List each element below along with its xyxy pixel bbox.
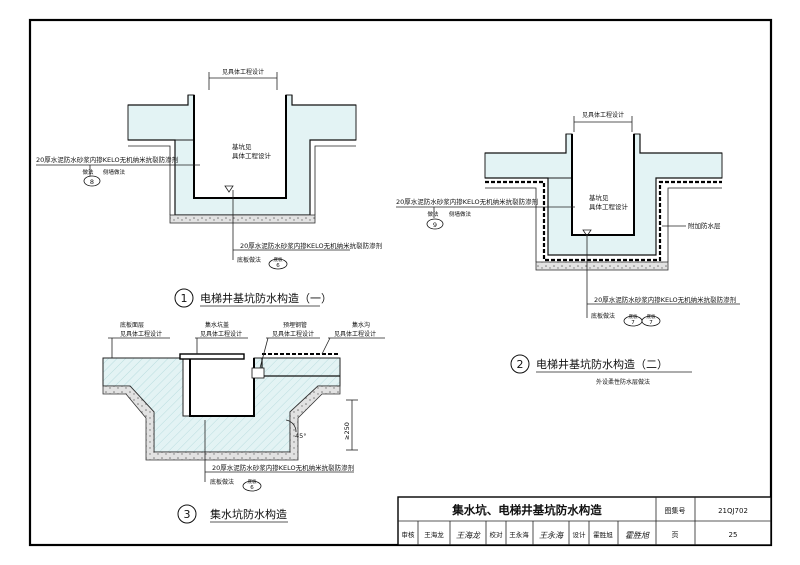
pit2-dim-label: 见具体工程设计 — [582, 111, 624, 119]
pit2-extra-layer: 附加防水层 — [688, 221, 721, 230]
pit1-floor-ref-bot: 6 — [276, 263, 280, 269]
pit2-note-1: 基坑见 — [589, 193, 609, 202]
pit2-wall-ref-bot: 9 — [433, 221, 437, 229]
sheet-border — [28, 18, 773, 547]
embedded-pipe — [251, 367, 265, 379]
check-signature: 王永海 — [539, 531, 564, 540]
design-label: 设计 — [573, 530, 587, 539]
design-signature: 霍胜旭 — [625, 531, 650, 540]
check-label: 校对 — [490, 530, 504, 539]
pit2-outer-edge — [485, 177, 722, 256]
pit1-floor-ref-bubble — [268, 258, 288, 270]
atlas-number: 21QJ702 — [718, 507, 748, 515]
pit2-wall-ref-bubble — [426, 218, 444, 230]
pit1-dim-label: 见具体工程设计 — [222, 68, 264, 76]
sump-leader-d-drop — [321, 337, 331, 355]
sump-floor-ref-label: 底板做法 — [210, 478, 234, 486]
pit2-floor-ref-bot-a: 7 — [631, 320, 635, 326]
pit1-level-symbol — [224, 185, 234, 193]
sump-cover — [179, 353, 245, 360]
check-name: 王永海 — [509, 530, 529, 539]
pit2-slab-top — [485, 134, 722, 154]
detail1-number: 1 — [181, 292, 188, 305]
sump-waterproof-line — [189, 358, 255, 417]
pit2-waterproof-line — [571, 134, 635, 236]
design-name: 霍胜旭 — [593, 530, 613, 539]
title-block: 集水坑、电梯井基坑防水构造 图集号 21QJ702 页 25 审核 王海龙 王海… — [397, 496, 772, 546]
detail3-number: 3 — [184, 508, 191, 521]
detail3-title: 集水坑防水构造 — [210, 507, 287, 521]
pit2-floor-ref-bubble-b — [641, 315, 661, 327]
detail2-number-circle — [510, 354, 530, 374]
pit2-wall-ref-top: 做法 — [427, 210, 439, 218]
sump-angle-arc — [285, 419, 297, 433]
sump-label-d1: 集水沟 — [352, 321, 370, 329]
sump-label-b1: 集水坑盖 — [205, 321, 229, 329]
page-label: 页 — [672, 531, 679, 539]
pit1-floor-note: 20厚水泥防水砂浆内掺KELO无机纳米抗裂防渗剂 — [240, 241, 382, 250]
pit2-wall-ref-label: 侧墙做法 — [449, 210, 472, 218]
pit2-floor-ref-label: 底板做法 — [591, 312, 615, 320]
review-signature: 王海龙 — [456, 531, 481, 540]
detail-1: 见具体工程设计 基坑见 具体工程设计 20厚水泥防水砂浆内掺KELO无机纳米抗裂… — [36, 68, 382, 308]
atlas-label: 图集号 — [665, 506, 686, 515]
detail-2: 见具体工程设计 基坑见 具体工程设计 20厚水泥防水砂浆内掺KELO无机纳米抗裂… — [396, 111, 740, 386]
pit2-floor-ref-bot-b: 7 — [649, 320, 653, 326]
sump-label-a1: 底板面层 — [120, 321, 144, 329]
detail2-number: 2 — [517, 358, 524, 371]
sump-floor-ref-bubble — [242, 480, 262, 492]
sump-label-d2: 见具体工程设计 — [334, 330, 376, 338]
page-number: 25 — [729, 531, 738, 539]
pit1-floor-ref-top: 底板 — [274, 256, 283, 263]
detail2-subtitle: 外设柔性防水层做法 — [596, 378, 650, 386]
detail3-number-circle — [177, 504, 197, 524]
sump-floor-note: 20厚水泥防水砂浆内掺KELO无机纳米抗裂防渗剂 — [212, 463, 354, 472]
review-name: 王海龙 — [424, 530, 444, 539]
sump-angle-label: 45° — [295, 432, 307, 440]
pit2-wall-note: 20厚水泥防水砂浆内掺KELO无机纳米抗裂防渗剂 — [396, 197, 538, 206]
sump-floor-ref-bot: 6 — [250, 485, 254, 491]
pit2-note-2: 具体工程设计 — [589, 202, 629, 211]
pit1-note-1: 基坑见 — [232, 142, 252, 151]
pit1-wall-ref-bot: 8 — [90, 178, 94, 186]
pit1-wall-ref-bubble — [83, 175, 101, 187]
sump-floor-ref-top: 底板 — [248, 478, 257, 485]
pit1-cushion-edge — [128, 145, 356, 215]
pit1-slab-top — [128, 95, 356, 106]
detail1-title: 电梯井基坑防水构造（一） — [200, 291, 332, 305]
sheet-title: 集水坑、电梯井基坑防水构造 — [451, 503, 602, 517]
pit2-cushion — [535, 261, 669, 271]
pit1-wall-ref-label: 侧墙做法 — [103, 168, 126, 176]
sump-label-b2: 见具体工程设计 — [200, 330, 242, 338]
review-label: 审核 — [402, 530, 416, 539]
sump-depth-label: ≥250 — [343, 422, 351, 440]
pit2-floor-ref-top-a: 底板 — [629, 313, 638, 320]
pit1-wall-ref-top: 做法 — [82, 168, 94, 176]
pit2-cushion-edge — [485, 187, 722, 262]
pit1-cushion — [169, 214, 316, 224]
pit2-floor-note: 20厚水泥防水砂浆内掺KELO无机纳米抗裂防渗剂 — [594, 295, 736, 304]
pit1-note-2: 具体工程设计 — [232, 151, 272, 160]
sump-label-c1: 预埋钢管 — [283, 321, 307, 329]
detail2-title: 电梯井基坑防水构造（二） — [536, 357, 668, 371]
detail1-number-circle — [174, 288, 194, 308]
detail-3: 底板面层 见具体工程设计 集水坑盖 见具体工程设计 预埋钢管 见具体工程设计 集… — [102, 321, 385, 524]
pit1-waterproof-line — [193, 95, 287, 199]
sump-label-c2: 见具体工程设计 — [272, 330, 314, 338]
pit2-floor-ref-top-b: 底板 — [647, 313, 656, 320]
pit2-level-symbol — [582, 229, 592, 237]
sump-label-a2: 见具体工程设计 — [120, 330, 162, 338]
pit1-wall-note: 20厚水泥防水砂浆内掺KELO无机纳米抗裂防渗剂 — [36, 155, 178, 164]
pit2-flexible-membrane — [485, 180, 722, 262]
sump-leader-c-drop — [259, 337, 269, 369]
pit1-floor-ref-label: 底板做法 — [237, 256, 261, 264]
